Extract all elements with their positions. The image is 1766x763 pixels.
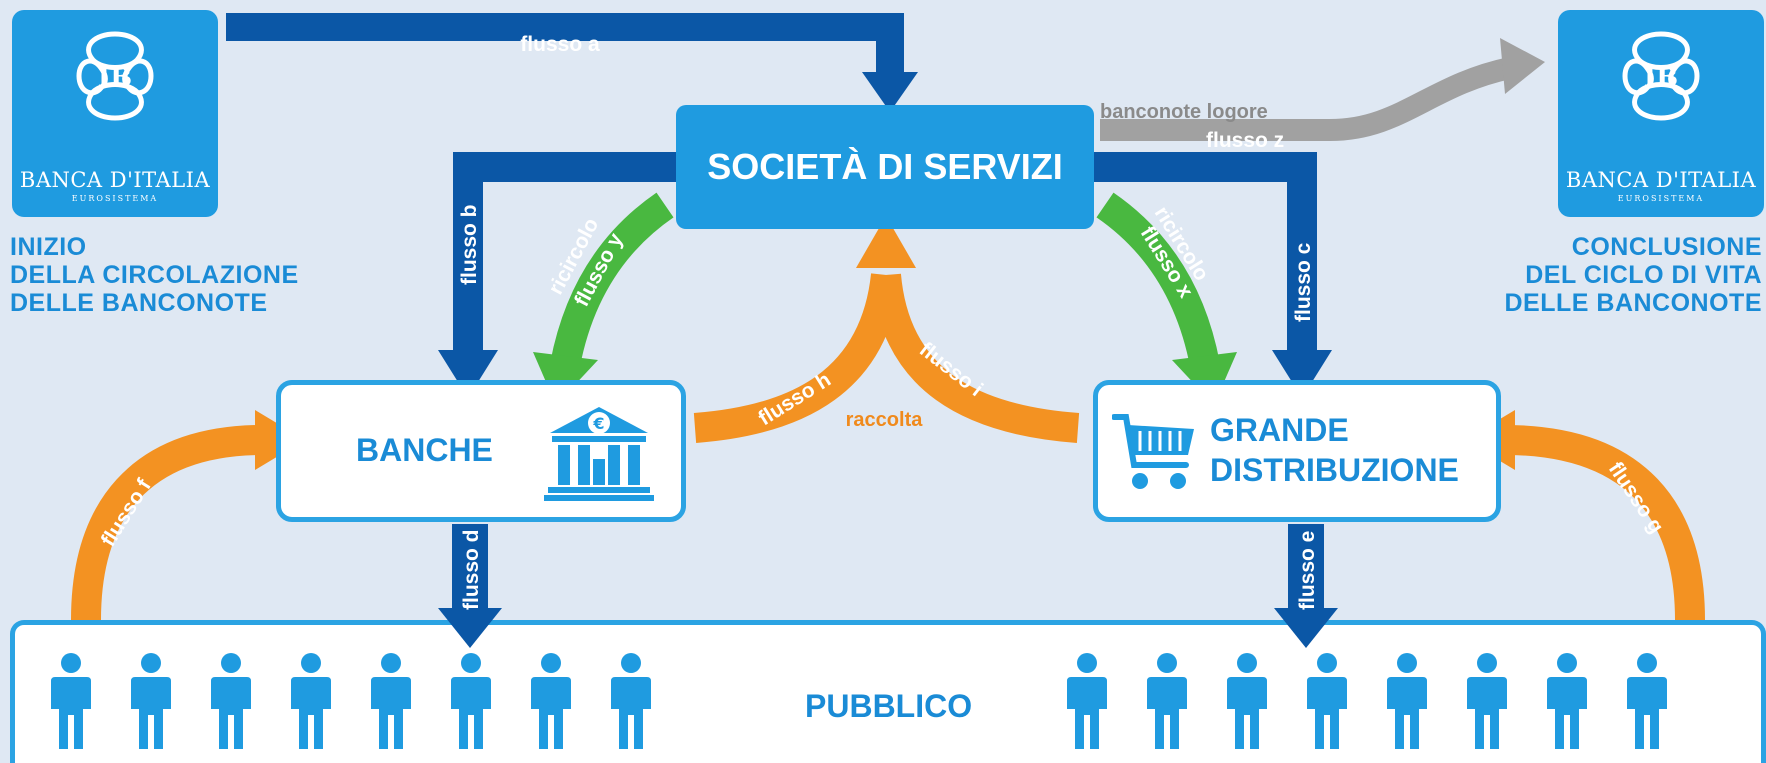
person-icon xyxy=(1227,653,1267,749)
banche-node: BANCHE € xyxy=(276,380,686,522)
person-icon xyxy=(1467,653,1507,749)
person-icon xyxy=(611,653,651,749)
bank-subtitle: EUROSISTEMA xyxy=(71,194,159,203)
end-caption: CONCLUSIONE DEL CICLO DI VITA DELLE BANC… xyxy=(1456,233,1762,317)
person-icon xyxy=(1627,653,1667,749)
person-icon xyxy=(371,653,411,749)
person-icon xyxy=(131,653,171,749)
person-icon xyxy=(1067,653,1107,749)
person-icon xyxy=(1547,653,1587,749)
flow-f-arrow: flusso f xyxy=(71,410,305,621)
pubblico-node: PUBBLICO xyxy=(10,620,1766,763)
node-label-line: DISTRIBUZIONE xyxy=(1210,452,1459,488)
flow-i-arrow: flusso i xyxy=(856,216,1080,443)
flow-c-arrow: flusso c xyxy=(1094,152,1332,398)
svg-text:€: € xyxy=(592,414,604,433)
people-group-left xyxy=(49,653,749,763)
person-icon xyxy=(1147,653,1187,749)
flow-a-label: flusso a xyxy=(520,33,600,56)
node-label: PUBBLICO xyxy=(805,688,973,724)
societa-di-servizi-node: SOCIETÀ DI SERVIZI xyxy=(676,105,1094,229)
node-label: SOCIETÀ DI SERVIZI xyxy=(707,146,1063,187)
start-caption-line: DELLA CIRCOLAZIONE xyxy=(10,261,299,289)
flow-z-arrow: banconote logore flusso z xyxy=(1100,38,1545,152)
flow-h-arrow: flusso h xyxy=(693,273,901,443)
node-label: BANCHE xyxy=(356,432,493,468)
start-caption-line: INIZIO xyxy=(10,233,87,261)
flow-a-arrow: flusso a xyxy=(226,13,918,112)
node-label-line: GRANDE xyxy=(1210,412,1349,448)
flow-b-arrow: flusso b xyxy=(438,152,676,398)
svg-text:IB: IB xyxy=(98,63,132,93)
bank-of-italy-logo: IB xyxy=(1622,31,1700,121)
end-caption-line: CONCLUSIONE xyxy=(1571,233,1762,261)
bank-building-icon: € xyxy=(544,407,654,501)
raccolta-label: raccolta xyxy=(846,409,924,431)
person-icon xyxy=(1307,653,1347,749)
person-icon xyxy=(451,653,491,749)
person-icon xyxy=(51,653,91,749)
person-icon xyxy=(211,653,251,749)
bank-subtitle: EUROSISTEMA xyxy=(1617,194,1705,203)
flow-c-label: flusso c xyxy=(1292,242,1315,322)
flow-y-arrow: ricircolo flusso y xyxy=(533,192,674,405)
flow-x-arrow: ricircolo flusso x xyxy=(1096,192,1237,405)
flow-z-label: flusso z xyxy=(1206,129,1284,152)
start-caption: INIZIO DELLA CIRCOLAZIONE DELLE BANCONOT… xyxy=(10,233,310,317)
flow-b-label: flusso b xyxy=(458,204,481,285)
start-caption-line: DELLE BANCONOTE xyxy=(10,289,268,317)
shopping-cart-icon xyxy=(1112,414,1194,489)
grande-distribuzione-node: GRANDE DISTRIBUZIONE xyxy=(1093,380,1501,522)
flow-z-top-label: banconote logore xyxy=(1100,101,1268,123)
bank-name: BANCA D'ITALIA xyxy=(19,168,211,192)
person-icon xyxy=(291,653,331,749)
bank-of-italy-logo: IB xyxy=(76,31,154,121)
svg-text:IB: IB xyxy=(1644,63,1678,93)
person-icon xyxy=(531,653,571,749)
person-icon xyxy=(1387,653,1427,749)
end-caption-line: DELLE BANCONOTE xyxy=(1504,289,1762,317)
people-group-right xyxy=(1065,653,1765,763)
banca-italia-end-tile: IB BANCA D'ITALIA EUROSISTEMA xyxy=(1558,10,1764,217)
bank-name: BANCA D'ITALIA xyxy=(1565,168,1757,192)
end-caption-line: DEL CICLO DI VITA xyxy=(1525,261,1762,289)
banca-italia-start-tile: IB BANCA D'ITALIA EUROSISTEMA xyxy=(12,10,218,217)
